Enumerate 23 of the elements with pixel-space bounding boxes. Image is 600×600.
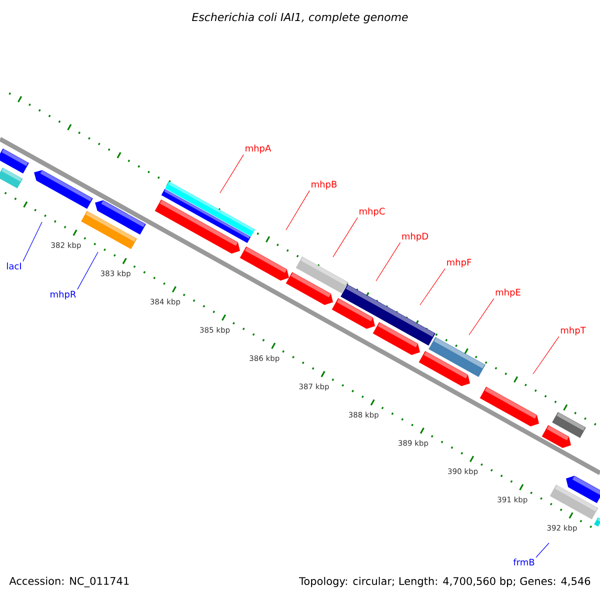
accession-text: Accession: NC_011741 bbox=[9, 576, 129, 588]
leader-line bbox=[420, 268, 446, 306]
gene-label: mhpA bbox=[246, 144, 272, 154]
gene-label: mhpT bbox=[560, 326, 586, 336]
gene-label: mhpB bbox=[312, 180, 337, 190]
gene-label: mhpE bbox=[496, 288, 520, 298]
leader-line bbox=[22, 222, 42, 262]
gene-label: mhpD bbox=[402, 232, 428, 242]
gene-label: lacI bbox=[7, 262, 21, 270]
leader-line bbox=[468, 298, 494, 336]
title: Escherichia coli IAI1, complete genome bbox=[192, 12, 408, 24]
leader-line bbox=[77, 252, 98, 290]
gene-label: mhpR bbox=[50, 290, 76, 300]
leader-line bbox=[220, 154, 244, 194]
leader-line bbox=[376, 242, 401, 282]
gene-label: mhpC bbox=[360, 208, 385, 216]
leader-line bbox=[536, 542, 550, 558]
gene-label: mhpF bbox=[447, 258, 472, 268]
leader-line bbox=[286, 190, 310, 230]
gene-label: frmB bbox=[513, 558, 534, 566]
leader-line bbox=[332, 217, 358, 258]
leader-line bbox=[532, 336, 560, 374]
genome-info-text: Topology: circular; Length: 4,700,560 bp; Genes: 4,546 bbox=[299, 576, 590, 588]
